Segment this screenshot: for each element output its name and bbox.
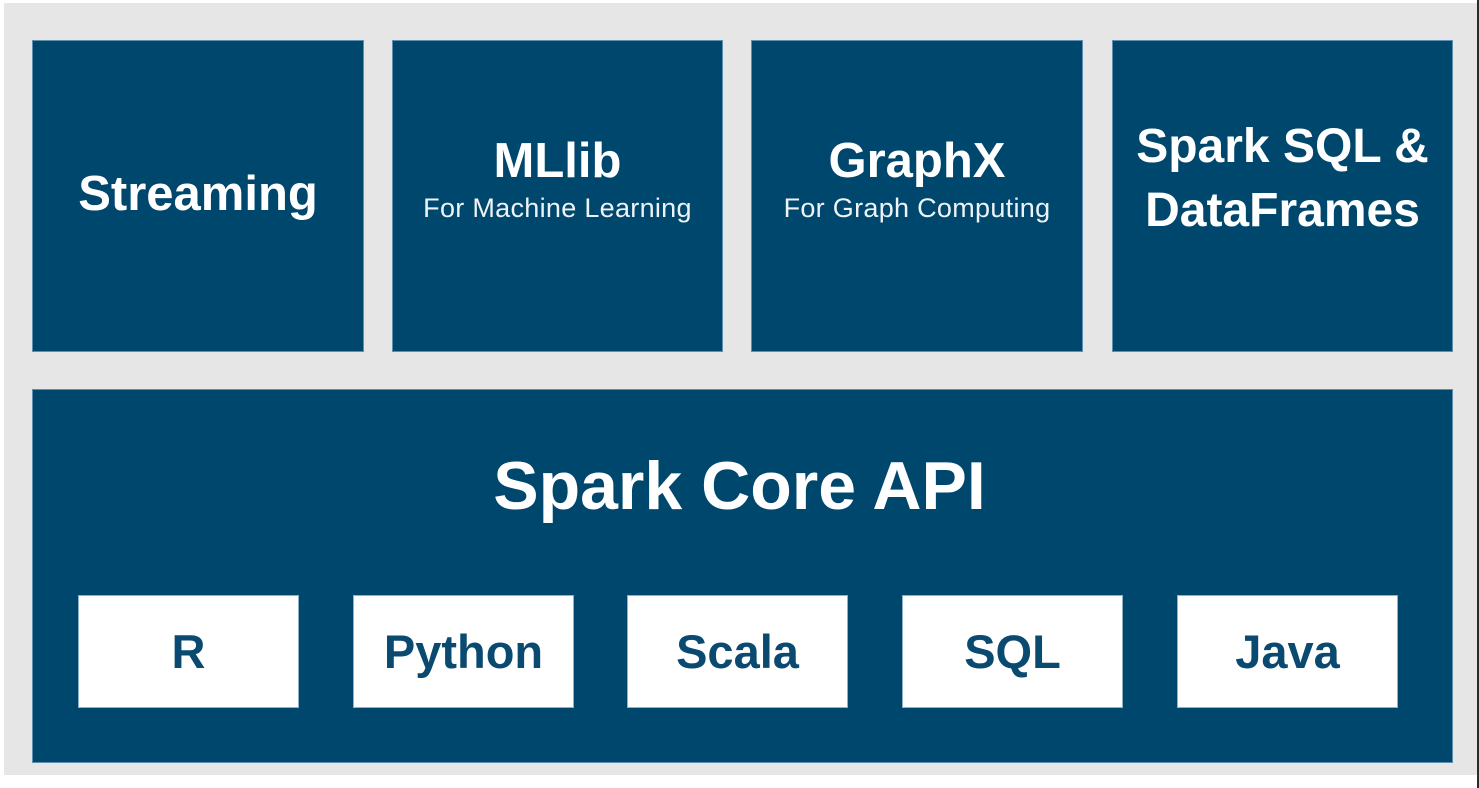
language-box-python: Python (354, 596, 573, 707)
library-title: MLlib (493, 134, 622, 188)
core-title: Spark Core API (493, 448, 986, 524)
library-box-spark-sql: Spark SQL & DataFrames (1112, 40, 1453, 352)
window-edge (1477, 0, 1479, 788)
library-title: Spark SQL & DataFrames (1136, 115, 1429, 243)
library-title-line-1: Spark SQL & (1136, 120, 1429, 173)
language-box-scala: Scala (628, 596, 847, 707)
language-box-sql: SQL (903, 596, 1122, 707)
library-box-graphx: GraphX For Graph Computing (751, 40, 1083, 352)
library-subtitle: For Machine Learning (423, 193, 692, 223)
library-title: GraphX (828, 134, 1006, 188)
library-box-mllib: MLlib For Machine Learning (392, 40, 723, 352)
library-title-line-2: DataFrames (1145, 184, 1420, 237)
library-title: Streaming (78, 167, 318, 221)
language-box-java: Java (1178, 596, 1397, 707)
library-box-streaming: Streaming (32, 40, 364, 352)
library-subtitle: For Graph Computing (783, 193, 1051, 223)
language-box-r: R (79, 596, 298, 707)
